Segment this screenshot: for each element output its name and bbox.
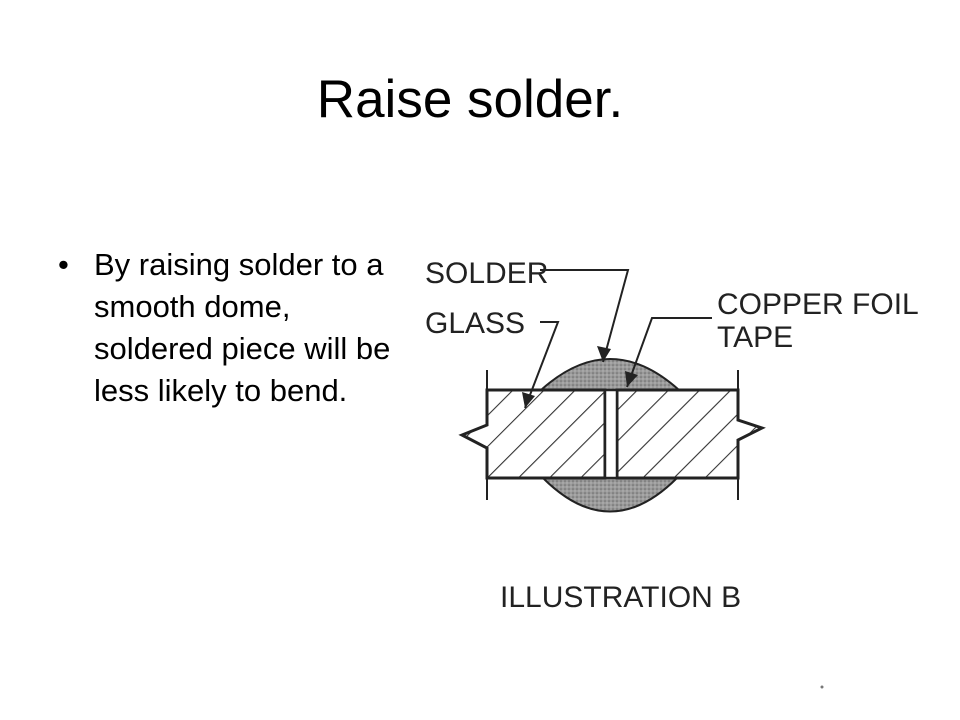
glass-leader <box>524 321 560 409</box>
solder-dome-top <box>538 358 682 391</box>
illustration-caption: ILLUSTRATION B <box>500 581 741 614</box>
slide-title: Raise solder. <box>316 70 624 129</box>
copper-foil-leader <box>626 317 712 388</box>
copper-foil-label: COPPER FOIL <box>717 288 919 321</box>
right-glass-piece <box>615 388 766 480</box>
bullet-dot-icon: • <box>58 247 69 282</box>
solder-dome-bottom <box>540 477 680 513</box>
glass-label: GLASS <box>425 307 525 340</box>
copper-foil-gap <box>603 388 619 480</box>
left-glass-piece <box>458 388 607 480</box>
solder-joint-diagram: SOLDER GLASS COPPER FOIL TAPE ILLUSTRATI… <box>425 257 919 689</box>
solder-leader <box>540 269 630 363</box>
bullet-text: By raising solder to a smooth dome, sold… <box>94 247 391 408</box>
bullet-item: • By raising solder to a smooth dome, so… <box>58 244 398 412</box>
bullet-list: • By raising solder to a smooth dome, so… <box>58 244 398 412</box>
solder-label: SOLDER <box>425 257 548 290</box>
tape-label: TAPE <box>717 321 793 354</box>
